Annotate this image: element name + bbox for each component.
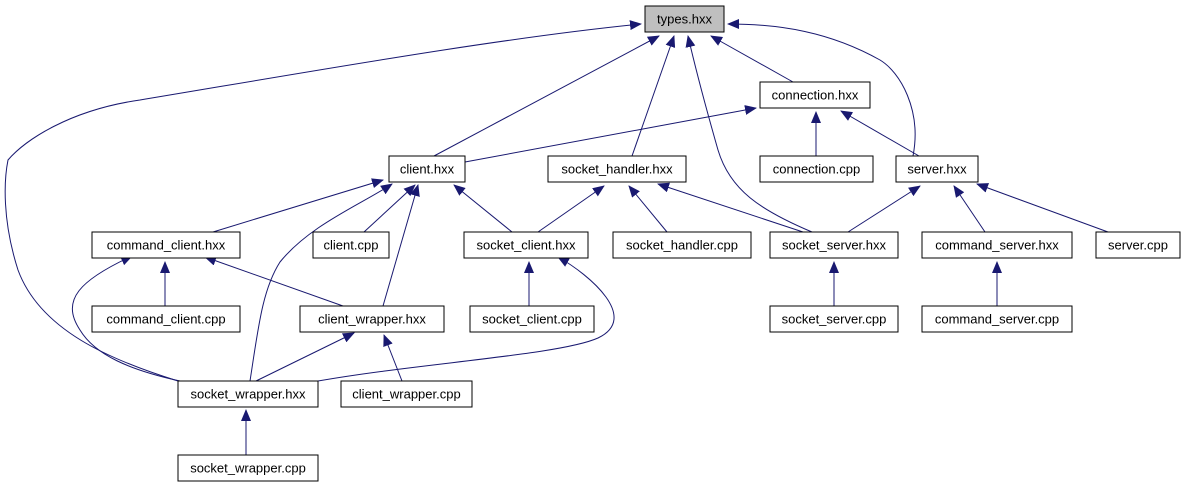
edge-socket-server-hxx-to-types-hxx bbox=[685, 35, 813, 233]
node-label: socket_server.hxx bbox=[782, 237, 887, 252]
node-label: socket_handler.cpp bbox=[626, 237, 738, 252]
node-socket-server-hxx[interactable]: socket_server.hxx bbox=[769, 231, 899, 259]
node-socket-wrapper-hxx[interactable]: socket_wrapper.hxx bbox=[177, 380, 319, 408]
node-box[interactable] bbox=[759, 155, 874, 183]
edge-socket-client-hxx-to-client-hxx bbox=[453, 184, 513, 233]
node-box[interactable] bbox=[388, 155, 466, 183]
node-label: command_client.hxx bbox=[107, 237, 226, 252]
node-box[interactable] bbox=[644, 5, 725, 33]
node-box[interactable] bbox=[921, 231, 1073, 259]
node-server-hxx[interactable]: server.hxx bbox=[895, 155, 979, 183]
node-label: socket_server.cpp bbox=[782, 311, 887, 326]
node-box[interactable] bbox=[895, 155, 979, 183]
node-server-cpp[interactable]: server.cpp bbox=[1095, 231, 1181, 259]
edge-socket-wrapper-hxx-to-client-wrapper-hxx bbox=[255, 332, 355, 382]
node-box[interactable] bbox=[769, 231, 899, 259]
node-label: server.cpp bbox=[1108, 237, 1168, 252]
edge-client-cpp-to-client-hxx bbox=[363, 184, 416, 233]
node-label: connection.cpp bbox=[773, 161, 860, 176]
edge-server-hxx-to-types-hxx bbox=[727, 19, 916, 157]
node-client-wrapper-hxx[interactable]: client_wrapper.hxx bbox=[299, 305, 445, 333]
node-client-cpp[interactable]: client.cpp bbox=[312, 231, 390, 259]
node-label: socket_handler.hxx bbox=[561, 161, 673, 176]
node-socket-server-cpp[interactable]: socket_server.cpp bbox=[769, 305, 899, 333]
node-socket-client-hxx[interactable]: socket_client.hxx bbox=[463, 231, 589, 259]
node-box[interactable] bbox=[612, 231, 752, 259]
node-label: connection.hxx bbox=[772, 87, 859, 102]
node-box[interactable] bbox=[177, 380, 319, 408]
node-box[interactable] bbox=[91, 231, 241, 259]
edge-socket-wrapper-hxx-to-socket-client-hxx bbox=[317, 256, 615, 382]
node-command-client-cpp[interactable]: command_client.cpp bbox=[91, 305, 241, 333]
edge-client-wrapper-hxx-to-command-client-hxx bbox=[204, 255, 344, 307]
node-command-client-hxx[interactable]: command_client.hxx bbox=[91, 231, 241, 259]
node-label: socket_wrapper.cpp bbox=[190, 460, 306, 475]
node-connection-cpp[interactable]: connection.cpp bbox=[759, 155, 874, 183]
node-box[interactable] bbox=[340, 380, 473, 408]
node-command-server-hxx[interactable]: command_server.hxx bbox=[921, 231, 1073, 259]
node-connection-hxx[interactable]: connection.hxx bbox=[759, 81, 871, 109]
node-label: command_client.cpp bbox=[106, 311, 225, 326]
node-label: client.hxx bbox=[400, 161, 455, 176]
edge-server-hxx-to-connection-hxx bbox=[840, 110, 920, 157]
node-box[interactable] bbox=[299, 305, 445, 333]
node-label: socket_client.cpp bbox=[482, 311, 582, 326]
edges-layer bbox=[4, 19, 1109, 455]
node-label: types.hxx bbox=[657, 11, 712, 26]
node-socket-client-cpp[interactable]: socket_client.cpp bbox=[469, 305, 595, 333]
nodes-layer: types.hxx connection.hxx client.hxx socket_… bbox=[91, 5, 1181, 482]
edge-command-server-hxx-to-server-hxx bbox=[953, 185, 986, 233]
node-box[interactable] bbox=[463, 231, 589, 259]
node-label: command_server.cpp bbox=[935, 311, 1059, 326]
edge-server-cpp-to-server-hxx bbox=[976, 183, 1109, 233]
edge-socket-server-hxx-to-socket-handler-hxx bbox=[657, 182, 804, 233]
edge-command-client-hxx-to-client-hxx bbox=[212, 178, 384, 233]
node-box[interactable] bbox=[91, 305, 241, 333]
edge-client-wrapper-hxx-to-client-hxx bbox=[382, 184, 420, 307]
node-box[interactable] bbox=[312, 231, 390, 259]
edge-client-hxx-to-connection-hxx bbox=[464, 105, 757, 163]
node-label: client_wrapper.hxx bbox=[318, 311, 426, 326]
edge-client-hxx-to-types-hxx bbox=[433, 35, 660, 157]
node-box[interactable] bbox=[759, 81, 871, 109]
edge-connection-hxx-to-types-hxx bbox=[710, 35, 794, 83]
edge-socket-handler-cpp-to-socket-handler-hxx bbox=[628, 185, 668, 233]
node-label: server.hxx bbox=[907, 161, 967, 176]
edge-socket-client-hxx-to-socket-handler-hxx bbox=[537, 185, 605, 233]
edge-client-wrapper-cpp-to-client-wrapper-hxx bbox=[383, 334, 403, 382]
node-socket-handler-hxx[interactable]: socket_handler.hxx bbox=[547, 155, 687, 183]
node-client-hxx[interactable]: client.hxx bbox=[388, 155, 466, 183]
node-box[interactable] bbox=[1095, 231, 1181, 259]
node-box[interactable] bbox=[921, 305, 1073, 333]
node-label: socket_wrapper.hxx bbox=[191, 386, 306, 401]
edge-socket-handler-hxx-to-types-hxx bbox=[631, 35, 676, 157]
node-label: client_wrapper.cpp bbox=[352, 386, 460, 401]
node-box[interactable] bbox=[769, 305, 899, 333]
node-client-wrapper-cpp[interactable]: client_wrapper.cpp bbox=[340, 380, 473, 408]
node-types-hxx[interactable]: types.hxx bbox=[644, 5, 725, 33]
node-box[interactable] bbox=[469, 305, 595, 333]
node-label: command_server.hxx bbox=[935, 237, 1059, 252]
node-label: client.cpp bbox=[324, 237, 379, 252]
node-socket-wrapper-cpp[interactable]: socket_wrapper.cpp bbox=[177, 454, 319, 482]
node-command-server-cpp[interactable]: command_server.cpp bbox=[921, 305, 1073, 333]
node-label: socket_client.hxx bbox=[477, 237, 576, 252]
node-box[interactable] bbox=[547, 155, 687, 183]
edge-socket-wrapper-hxx-to-types-hxx bbox=[4, 20, 642, 382]
edge-socket-wrapper-hxx-to-client-hxx bbox=[249, 183, 393, 382]
node-box[interactable] bbox=[177, 454, 319, 482]
edge-socket-wrapper-hxx-to-command-client-hxx bbox=[71, 255, 181, 382]
node-socket-handler-cpp[interactable]: socket_handler.cpp bbox=[612, 231, 752, 259]
edge-socket-server-hxx-to-server-hxx bbox=[847, 185, 921, 233]
